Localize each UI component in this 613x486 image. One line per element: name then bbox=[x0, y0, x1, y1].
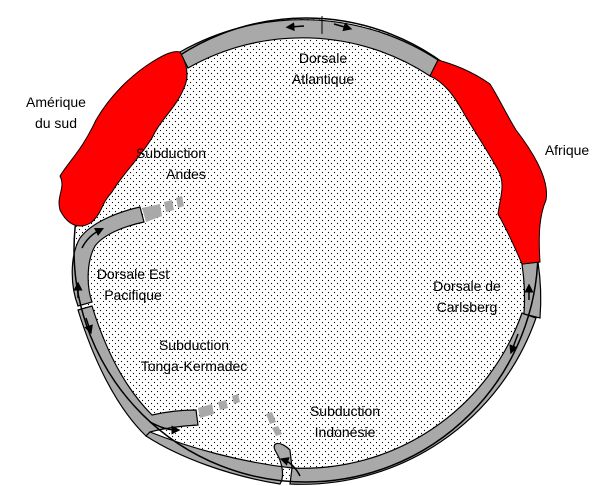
plate-indian bbox=[289, 312, 537, 485]
label-dorsale-atlantique: Dorsale Atlantique bbox=[291, 50, 355, 87]
plate-africa-lower bbox=[521, 261, 542, 319]
label-amerique-du-sud: Amérique du sud bbox=[26, 94, 86, 131]
mantle bbox=[75, 19, 537, 481]
label-dorsale-de-carlsberg: Dorsale de Carlsberg bbox=[433, 278, 501, 315]
subducting-fragments bbox=[142, 196, 282, 436]
plate-motion-arrows bbox=[73, 22, 534, 477]
label-subduction-andes: Subduction Andes bbox=[135, 145, 207, 182]
label-dorsale-est-pacifique: Dorsale Est Pacifique bbox=[96, 266, 170, 303]
continent-south-america bbox=[58, 51, 188, 227]
label-afrique: Afrique bbox=[544, 142, 590, 158]
continent-africa bbox=[429, 59, 548, 265]
label-subduction-indonesie: Subduction Indonésie bbox=[309, 403, 381, 440]
plate-bottom bbox=[145, 431, 293, 485]
label-subduction-tonga-kermadec: Subduction Tonga-Kermadec bbox=[140, 337, 248, 374]
